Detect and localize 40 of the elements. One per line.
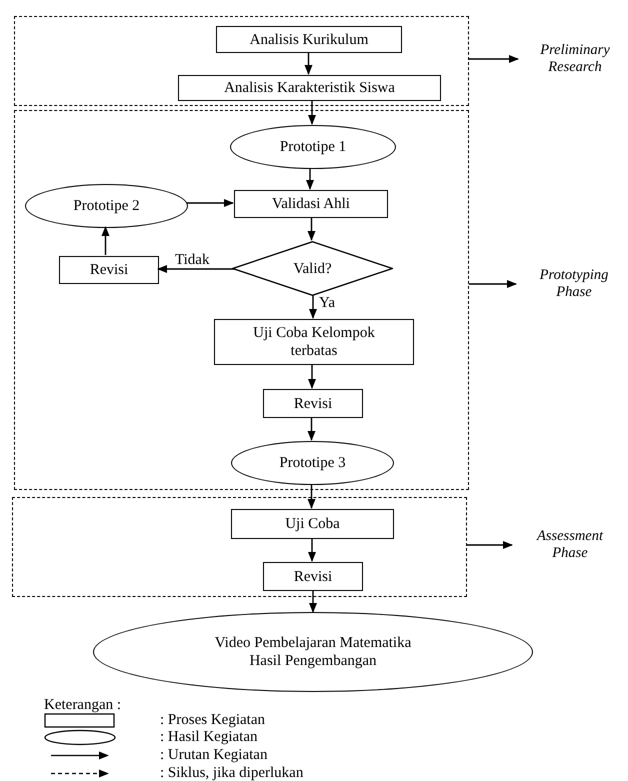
legend-text: : Urutan Kegiatan (160, 746, 268, 764)
arrow (469, 55, 519, 63)
legend-text: : Hasil Kegiatan (160, 729, 258, 746)
process-box: Revisi (263, 389, 363, 418)
arrow (308, 417, 316, 441)
arrow (308, 364, 316, 389)
process-box: Uji Coba Kelompok terbatas (214, 319, 414, 365)
arrow (308, 538, 316, 562)
process-box: Revisi (263, 562, 363, 591)
arrow (308, 217, 316, 241)
phase-region (14, 110, 469, 490)
arrow (157, 265, 236, 273)
phase-label: Preliminary Research (524, 42, 626, 76)
phase-label: Prototyping Phase (522, 266, 626, 302)
phase-region (14, 16, 469, 106)
phase-label: Assessment Phase (518, 527, 622, 563)
legend-title: Keterangan : (44, 697, 122, 714)
arrow (308, 100, 316, 125)
legend-text: : Siklus, jika diperlukan (160, 764, 304, 781)
result-ellipse: Video Pembelajaran Matematika Hasil Pengembangan (93, 612, 533, 692)
result-ellipse: Prototipe 3 (231, 441, 394, 485)
process-box: Revisi (59, 256, 159, 284)
arrow (186, 199, 234, 207)
arrow (467, 541, 513, 549)
process-box: Analisis Karakteristik Siswa (178, 75, 441, 101)
decision-diamond: Valid? (232, 241, 393, 296)
arrow (469, 280, 517, 288)
arrow (308, 484, 316, 509)
legend-text: : Proses Kegiatan (160, 712, 265, 728)
result-ellipse: Prototipe 1 (230, 125, 396, 169)
process-box: Uji Coba (231, 509, 394, 539)
arrow (306, 168, 314, 190)
process-box: Validasi Ahli (234, 190, 388, 218)
arrow (102, 226, 110, 255)
arrow (304, 52, 312, 75)
phase-region (12, 497, 467, 597)
arrow (309, 590, 317, 613)
arrow (309, 294, 317, 319)
result-ellipse: Prototipe 2 (25, 184, 188, 228)
process-box: Analisis Kurikulum (216, 26, 402, 53)
